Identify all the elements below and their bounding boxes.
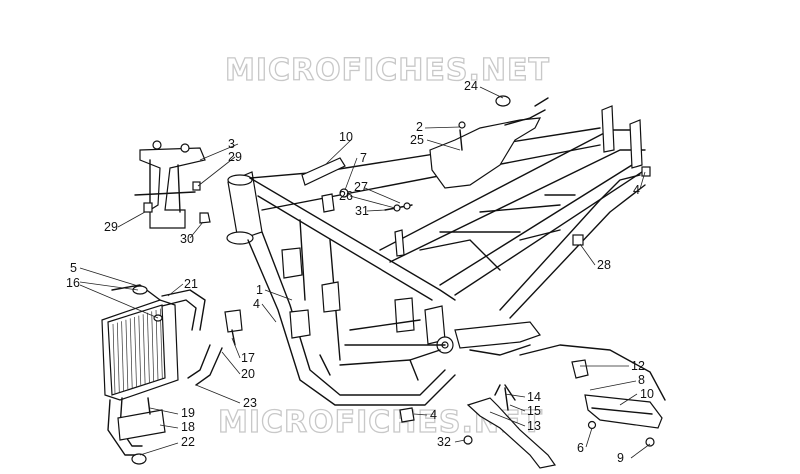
callout-14: 14 (527, 390, 541, 404)
callout-29-left: 29 (104, 220, 118, 234)
callout-19: 19 (181, 406, 195, 420)
callout-29-right: 29 (228, 150, 242, 164)
leader-line (159, 424, 179, 429)
callout-numbers: 1 2 3 4 4 4 5 6 7 8 9 10 10 12 13 14 15 … (66, 79, 654, 465)
callout-13: 13 (527, 419, 541, 433)
callout-12: 12 (631, 359, 645, 373)
leader-line (149, 407, 179, 415)
callout-1: 1 (256, 283, 263, 297)
callout-22: 22 (181, 435, 195, 449)
callout-21: 21 (184, 277, 198, 291)
leader-line (231, 337, 241, 359)
callout-7: 7 (360, 151, 367, 165)
front-bracket (134, 140, 211, 229)
radiator-fin (125, 319, 129, 390)
callout-25: 25 (410, 133, 424, 147)
radiator (101, 284, 179, 465)
leader-line (79, 267, 139, 287)
leader-line (489, 411, 526, 427)
callout-6: 6 (577, 441, 584, 455)
callout-32: 32 (437, 435, 451, 449)
leader-line (413, 413, 428, 416)
side-stand (399, 384, 557, 469)
leader-line (324, 138, 353, 166)
radiator-fin (129, 318, 133, 389)
callout-10-footrest: 10 (640, 387, 654, 401)
radiator-fin (155, 309, 159, 381)
callout-28: 28 (597, 258, 611, 272)
leader-line (504, 393, 526, 398)
radiator-fin (134, 316, 137, 388)
leader-line (199, 143, 239, 161)
radiator-fin (112, 323, 116, 395)
leader-line (630, 443, 651, 459)
callout-8: 8 (638, 373, 645, 387)
leader-line (509, 404, 526, 412)
frame-cover (429, 95, 549, 189)
leader-line (639, 171, 646, 190)
callout-20: 20 (241, 367, 255, 381)
callout-2: 2 (416, 120, 423, 134)
callout-4-mount: 4 (253, 297, 260, 311)
watermark-top: MICROFICHES.NET (225, 53, 550, 88)
leader-lines (79, 86, 651, 459)
callout-31: 31 (355, 204, 369, 218)
leader-line (426, 139, 461, 151)
radiator-fin (116, 322, 120, 393)
radiator-fin (147, 312, 150, 383)
footrest (519, 344, 666, 447)
leader-line (195, 384, 241, 404)
leader-line (454, 439, 466, 443)
callout-18: 18 (181, 420, 195, 434)
leader-line (585, 427, 593, 448)
callout-30: 30 (180, 232, 194, 246)
leader-line (479, 86, 504, 99)
callout-10-top: 10 (339, 130, 353, 144)
leader-line (364, 187, 401, 204)
leader-line (221, 351, 241, 375)
leader-line (589, 380, 637, 391)
callout-27: 27 (354, 180, 368, 194)
callout-26: 26 (339, 189, 353, 203)
radiator-fin (142, 314, 146, 385)
callout-3: 3 (228, 137, 235, 151)
callout-16: 16 (66, 276, 80, 290)
leader-line (619, 393, 638, 406)
radiator-fin (151, 311, 155, 382)
leader-line (579, 243, 596, 266)
radiator-fin (121, 321, 124, 392)
callout-4-rear: 4 (633, 183, 640, 197)
callout-5: 5 (70, 261, 77, 275)
callout-9: 9 (617, 451, 624, 465)
leader-line (189, 221, 204, 239)
callout-4-lower: 4 (430, 408, 437, 422)
leader-line (79, 281, 139, 291)
small-parts-top (301, 157, 651, 246)
leader-line (349, 195, 396, 209)
leader-line (139, 442, 179, 456)
callout-17: 17 (241, 351, 255, 365)
leader-line (264, 289, 293, 301)
callout-23: 23 (243, 396, 257, 410)
leader-line (167, 283, 184, 297)
coolant-hoses (161, 289, 243, 386)
leader-line (261, 303, 277, 323)
radiator-fin (138, 315, 142, 386)
leader-line (366, 209, 386, 212)
leader-line (197, 156, 236, 187)
leader-line (344, 157, 358, 191)
leader-line (79, 284, 159, 319)
callout-24: 24 (464, 79, 478, 93)
callout-15: 15 (527, 404, 541, 418)
leader-line (424, 126, 461, 129)
leader-line (117, 211, 146, 228)
